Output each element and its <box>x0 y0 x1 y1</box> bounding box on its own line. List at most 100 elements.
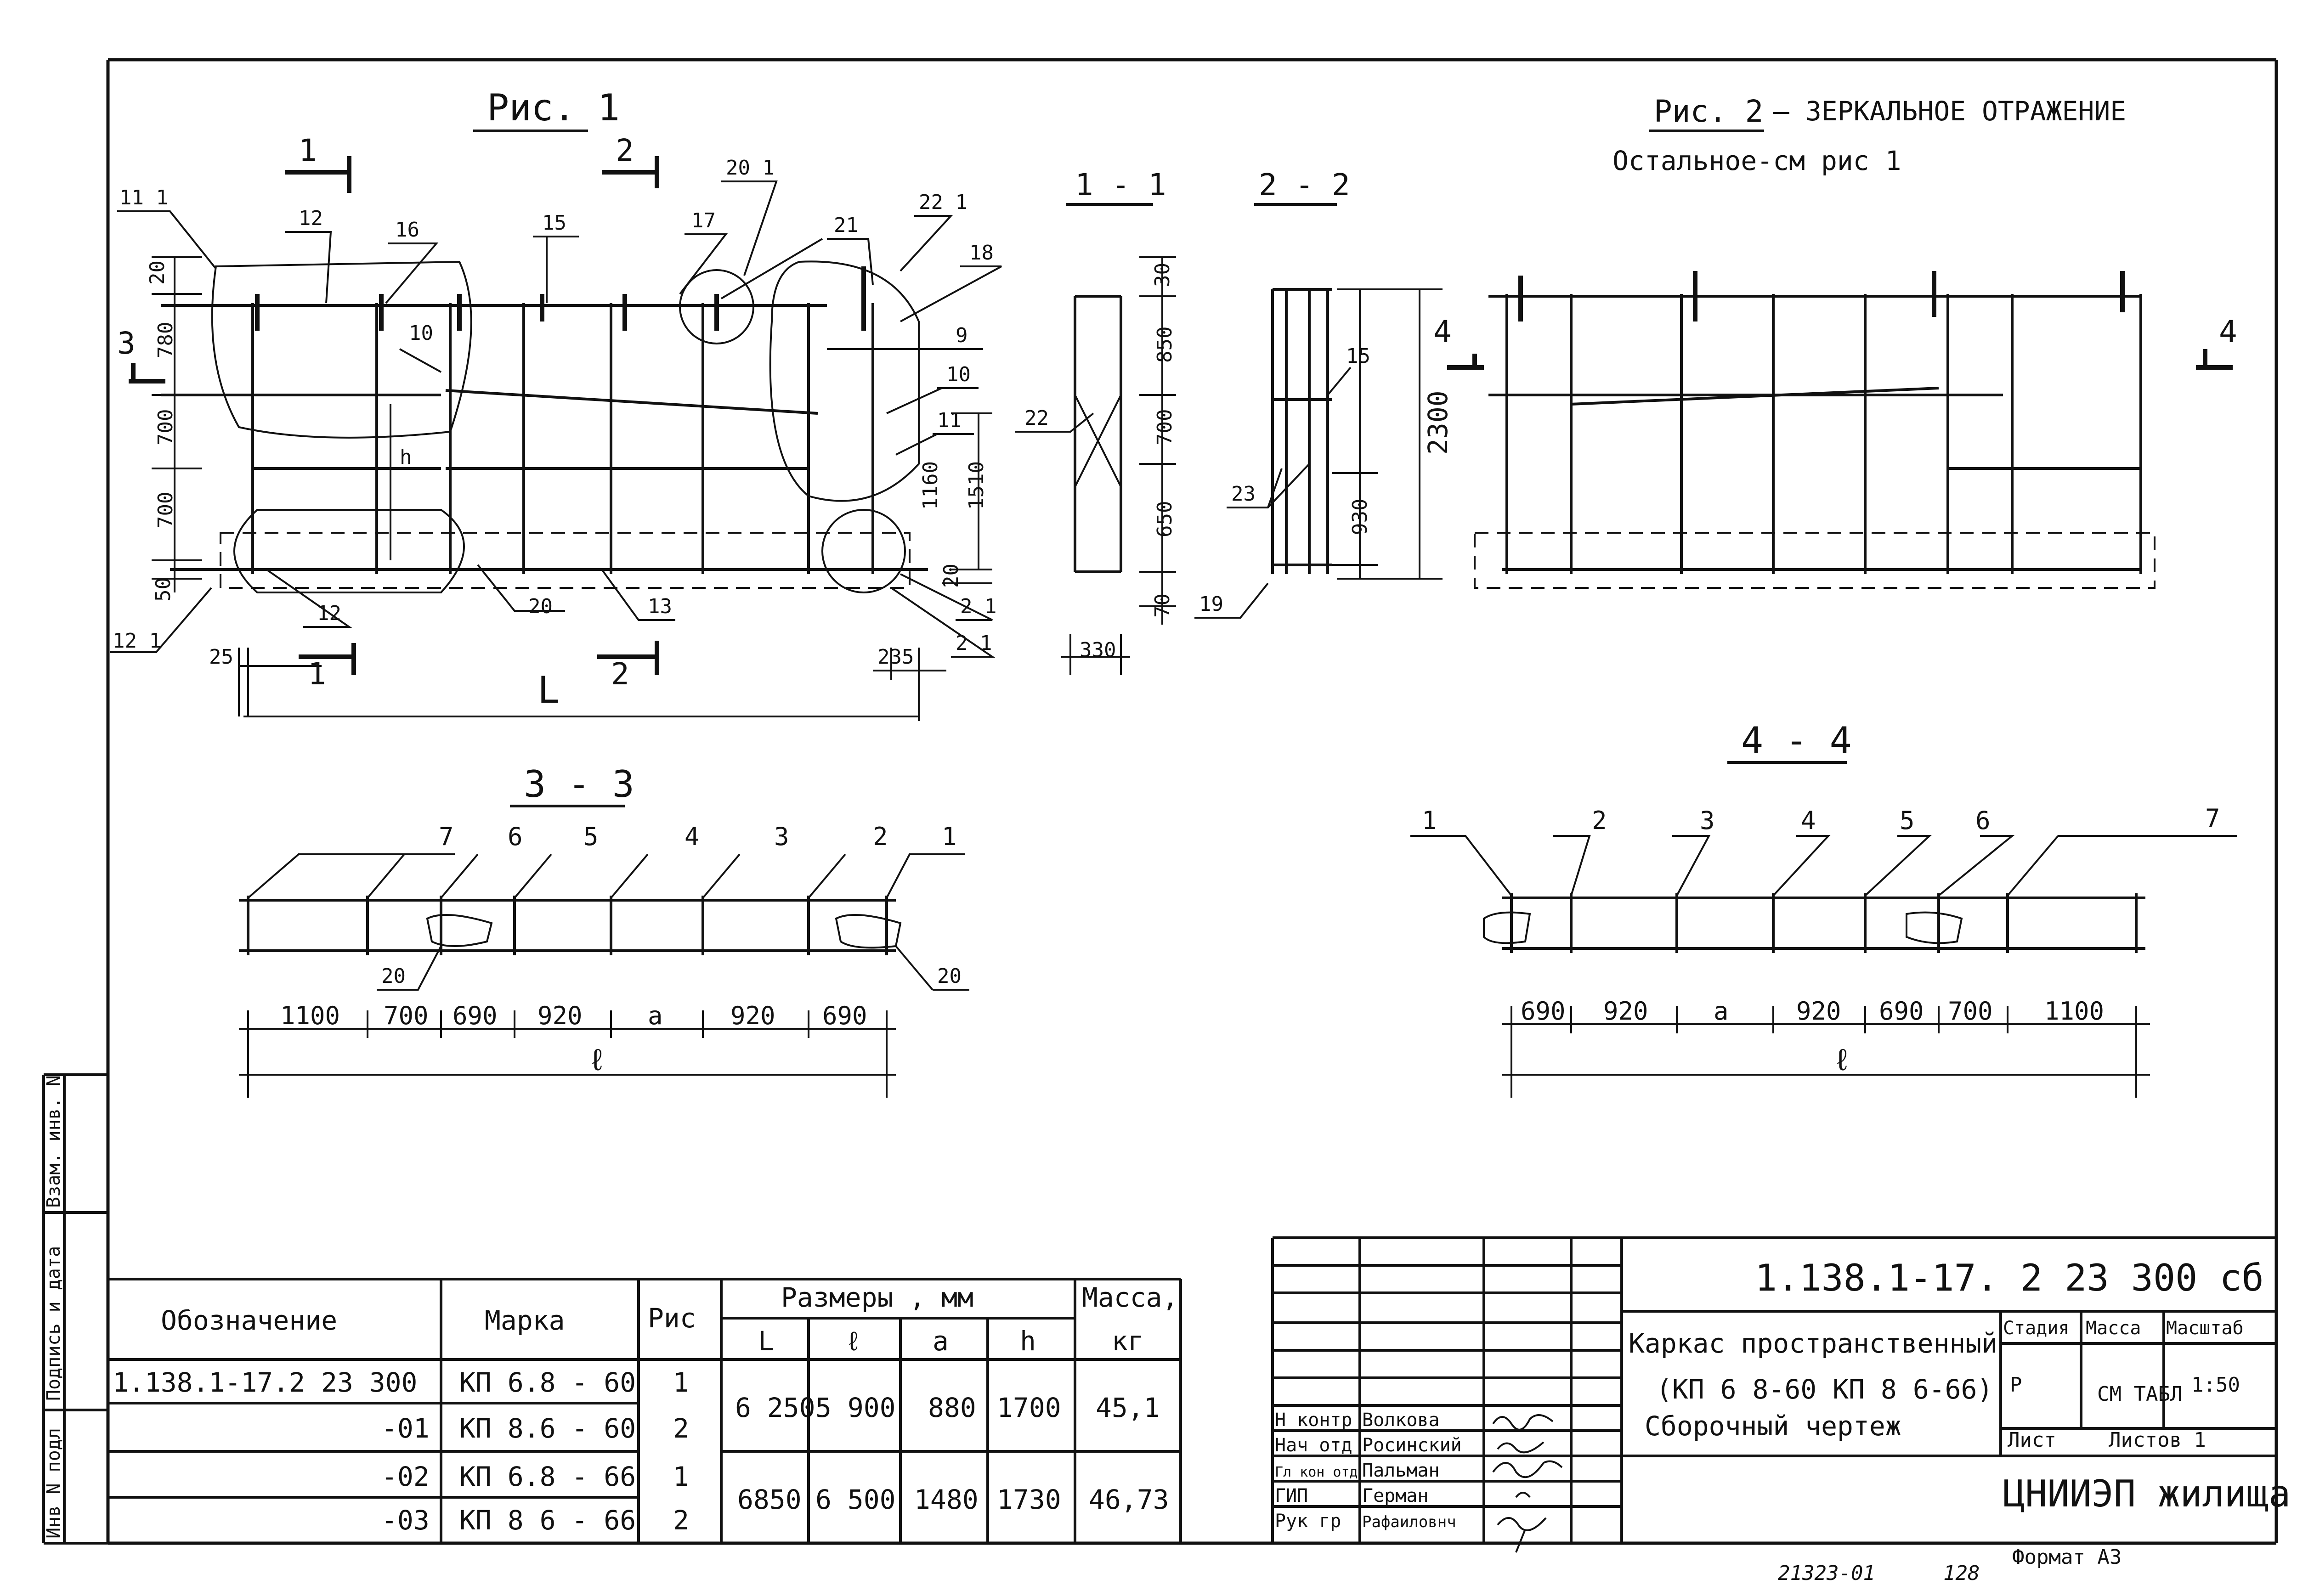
callout-20: 20 <box>528 595 553 618</box>
th-L: L <box>758 1325 774 1357</box>
sec33-mark-7: 7 <box>439 822 454 851</box>
th-mark: Марка <box>485 1305 565 1336</box>
cut-4-left: 4 <box>1433 314 1452 350</box>
sec44-dim-920a: 920 <box>1603 997 1648 1026</box>
side-stamp: Инв N подл Подпись и дата Взам. инв. N <box>42 1073 109 1545</box>
sec44-mark-6: 6 <box>1975 806 1991 835</box>
footer: 21323-01 128 Формат А3 <box>1778 1545 2122 1585</box>
sec33-callout-20-left: 20 <box>381 964 406 988</box>
name-palman: Пальман <box>1362 1460 1440 1481</box>
dim-right-20: 20 <box>939 564 963 588</box>
sec11-dim-70: 70 <box>1151 593 1174 618</box>
callout-11-right: 11 <box>937 409 962 432</box>
sec22-title: 2 - 2 <box>1259 167 1350 203</box>
sec33-callout-20-right: 20 <box>937 964 962 988</box>
fig1-callouts: 11 1 12 16 15 20 1 17 21 22 1 18 9 10 11… <box>110 156 1002 658</box>
row1-mark: КП 6.8 - 60 <box>459 1367 636 1398</box>
th-fig: Рис <box>648 1303 696 1334</box>
mass-label: Масса <box>2086 1318 2141 1339</box>
dim-right-1510: 1510 <box>965 461 988 510</box>
org-name: ЦНИИЭП жилища <box>2003 1472 2291 1515</box>
group2-L: 6850 <box>737 1484 802 1515</box>
name-volkova: Волкова <box>1362 1410 1440 1431</box>
stamp-inv-podl: Инв N подл <box>43 1428 64 1539</box>
row4-fig: 2 <box>673 1505 689 1536</box>
role-nach-otd: Нач отд <box>1275 1435 1352 1456</box>
name-german: Герман <box>1362 1485 1429 1506</box>
callout-16: 16 <box>395 218 419 242</box>
name-rafailovich: Рафаиловнч <box>1362 1513 1456 1531</box>
sec44-dim-a: a <box>1714 997 1729 1026</box>
figure-1: Рис. 1 1 2 3 1 2 <box>110 86 1002 721</box>
sec44-dim-690b: 690 <box>1879 997 1924 1026</box>
dim-235: 235 <box>877 645 914 669</box>
role-gl-kon: Гл кон отд <box>1275 1464 1358 1480</box>
row2-designation: -01 <box>381 1413 430 1444</box>
callout-11-1: 11 1 <box>119 186 168 209</box>
group1-h: 1700 <box>997 1392 1061 1423</box>
footer-number: 21323-01 <box>1778 1562 1875 1585</box>
th-sizes: Размеры , мм <box>781 1282 973 1313</box>
group1-L: 6 250 <box>735 1392 815 1423</box>
sec44-dim-1100: 1100 <box>2044 997 2104 1026</box>
sec22-dim-2300: 2300 <box>1422 390 1454 455</box>
sec33-dim-700: 700 <box>384 1001 429 1030</box>
sec44-mark-1: 1 <box>1422 806 1437 835</box>
callout-12: 12 <box>299 207 323 230</box>
group1-a: 880 <box>928 1392 976 1423</box>
th-h: h <box>1020 1325 1036 1357</box>
callout-15: 15 <box>542 211 566 235</box>
sec11-dim-650: 650 <box>1153 501 1177 537</box>
fig2-note: Остальное-см рис 1 <box>1612 145 1901 176</box>
stamp-vzam-inv: Взам. инв. N <box>43 1075 64 1208</box>
sec44-dim-total: ℓ <box>1833 1042 1851 1077</box>
section-3-3: 3 - 3 7 6 5 4 3 2 1 20 20 1100 700 690 9… <box>239 763 969 1098</box>
sec33-mark-2: 2 <box>873 822 888 851</box>
sec22-dim-930: 930 <box>1348 499 1372 535</box>
sec33-dim-690b: 690 <box>822 1001 867 1030</box>
row3-mark: КП 6.8 - 66 <box>459 1461 636 1492</box>
signature-row: Гл кон отд Пальман <box>1275 1460 1440 1481</box>
callout-20-1: 20 1 <box>726 156 775 180</box>
sec44-mark-5: 5 <box>1900 806 1915 835</box>
callout-22-1: 22 1 <box>919 191 967 214</box>
stamp-podpis-data: Подпись и дата <box>43 1246 64 1401</box>
sec11-dim-850: 850 <box>1153 327 1177 363</box>
role-ruk-gr: Рук гр <box>1275 1511 1341 1532</box>
sec44-dim-690a: 690 <box>1521 997 1566 1026</box>
scale-value: 1:50 <box>2191 1373 2240 1397</box>
doc-code: 1.138.1-17. 2 23 300 сб <box>1755 1257 2264 1299</box>
sec11-dim-30: 30 <box>1151 263 1174 287</box>
dim-left-700a: 700 <box>154 409 177 446</box>
scale-label: Масштаб <box>2166 1318 2244 1339</box>
sec44-dim-920b: 920 <box>1796 997 1841 1026</box>
sec33-title: 3 - 3 <box>524 763 634 806</box>
dim-left-700b: 700 <box>154 492 177 528</box>
section-4-4: 4 - 4 1 2 3 4 5 6 7 690 920 a 920 690 70… <box>1410 719 2237 1098</box>
group1-mass: 45,1 <box>1096 1392 1160 1423</box>
cut-1-top: 1 <box>299 133 317 168</box>
fig2-title: Рис. 2 <box>1654 94 1763 129</box>
figure-2: Рис. 2 — ЗЕРКАЛЬНОЕ ОТРАЖЕНИЕ Остальное-… <box>1433 94 2237 589</box>
role-n-kontr: Н контр <box>1275 1410 1352 1431</box>
callout-21: 21 <box>834 214 858 237</box>
callout-12-1: 12 1 <box>113 629 161 653</box>
sec33-dim-690: 690 <box>453 1001 498 1030</box>
sheets-label: Листов 1 <box>2109 1428 2206 1452</box>
sec11-title: 1 - 1 <box>1075 167 1166 203</box>
sec44-mark-2: 2 <box>1592 806 1607 835</box>
sec33-dim-a: a <box>648 1001 663 1030</box>
doc-name-line3: Сборочный чертеж <box>1645 1410 1901 1442</box>
section-2-2: 2 - 2 2300 930 15 23 19 <box>1194 167 1454 619</box>
name-rosinsky: Росинский <box>1362 1435 1462 1456</box>
sec11-callout-22: 22 <box>1024 406 1049 430</box>
th-mass-unit: кг <box>1112 1325 1144 1357</box>
row2-fig: 2 <box>673 1413 689 1444</box>
footer-format: Формат А3 <box>2012 1545 2122 1569</box>
row1-fig: 1 <box>673 1367 689 1398</box>
sec33-mark-3: 3 <box>774 822 789 851</box>
sec33-mark-6: 6 <box>508 822 523 851</box>
mass-value: СМ ТАБЛ <box>2097 1382 2182 1406</box>
row3-designation: -02 <box>381 1461 430 1492</box>
cut-3-left: 3 <box>117 326 136 361</box>
